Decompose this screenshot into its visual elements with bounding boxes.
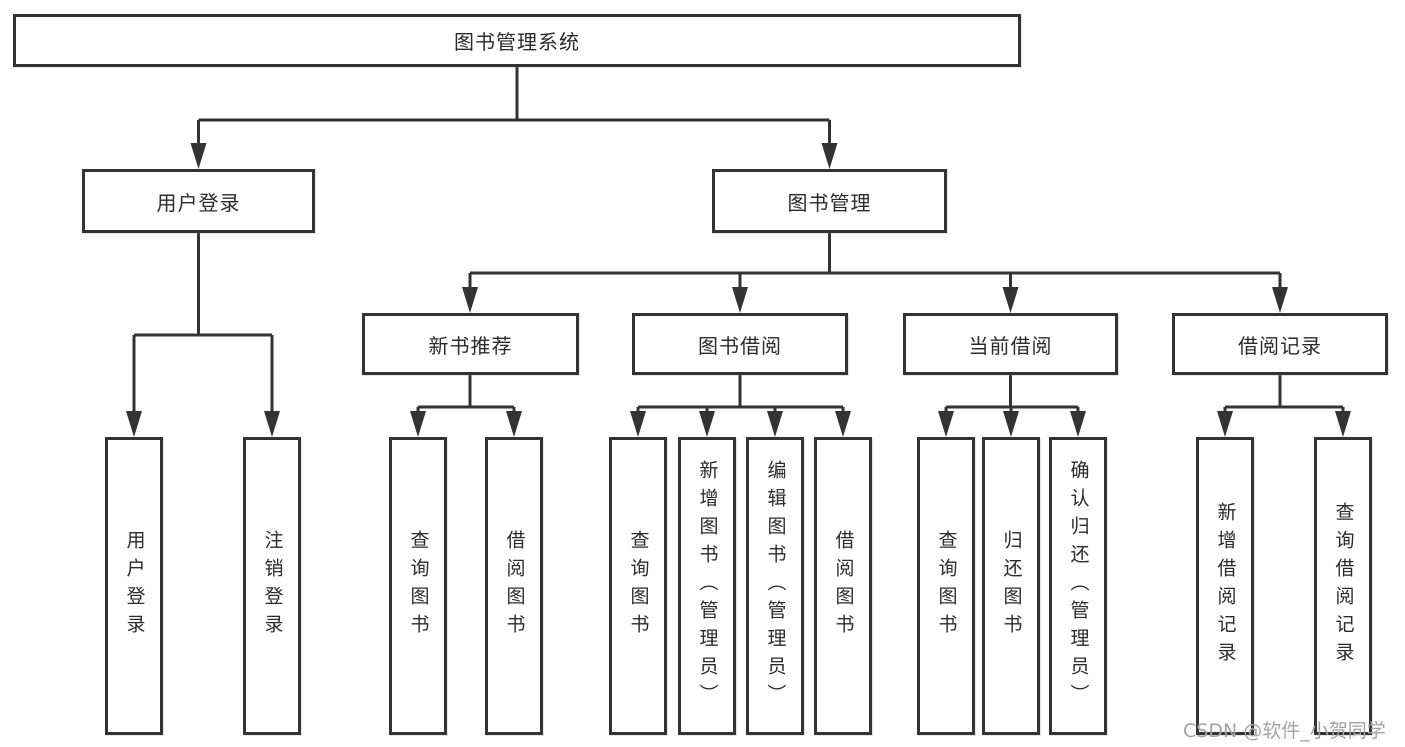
node-label: 查询图书 (407, 530, 430, 642)
node-label: 查询图书 (935, 530, 958, 642)
node-label: 新书推荐 (428, 333, 513, 358)
node-label: 查询图书 (627, 530, 650, 642)
node-leaf-query-books-current: 查询图书 (917, 437, 975, 735)
node-borrowing-records: 借阅记录 (1172, 313, 1388, 375)
node-label: 确认归还（管理员） (1067, 460, 1090, 712)
node-label: 新增图书（管理员） (696, 460, 719, 712)
node-new-book-recommendation: 新书推荐 (362, 313, 579, 375)
node-label: 查询借阅记录 (1332, 502, 1355, 670)
node-leaf-add-borrow-record: 新增借阅记录 (1196, 437, 1254, 735)
node-user-login: 用户登录 (82, 169, 315, 233)
node-label: 用户登录 (156, 190, 241, 215)
node-current-borrowing: 当前借阅 (903, 313, 1118, 375)
node-leaf-logout: 注销登录 (243, 437, 301, 735)
node-label: 用户登录 (123, 530, 146, 642)
node-leaf-query-books-borrowing: 查询图书 (609, 437, 667, 735)
node-library-management-system: 图书管理系统 (13, 14, 1021, 67)
node-book-borrowing: 图书借阅 (632, 313, 848, 375)
node-leaf-add-books-admin: 新增图书（管理员） (678, 437, 736, 735)
node-label: 借阅记录 (1238, 333, 1322, 358)
node-book-management: 图书管理 (712, 169, 947, 233)
node-leaf-borrow-books-borrowing: 借阅图书 (814, 437, 872, 735)
node-leaf-user-login: 用户登录 (105, 437, 163, 735)
node-leaf-edit-books-admin: 编辑图书（管理员） (746, 437, 804, 735)
node-leaf-confirm-return-admin: 确认归还（管理员） (1049, 437, 1107, 735)
node-leaf-query-books-recommend: 查询图书 (389, 437, 447, 735)
node-leaf-return-books: 归还图书 (982, 437, 1040, 735)
node-label: 借阅图书 (503, 530, 526, 642)
node-label: 新增借阅记录 (1214, 502, 1237, 670)
node-label: 归还图书 (1000, 530, 1023, 642)
node-leaf-borrow-books-recommend: 借阅图书 (485, 437, 543, 735)
node-label: 注销登录 (261, 530, 284, 642)
node-leaf-query-borrow-record: 查询借阅记录 (1314, 437, 1372, 735)
node-label: 图书管理 (787, 190, 872, 215)
node-label: 借阅图书 (832, 530, 855, 642)
node-label: 图书借阅 (698, 333, 782, 358)
node-label: 编辑图书（管理员） (764, 460, 787, 712)
node-label: 当前借阅 (968, 333, 1053, 358)
node-label: 图书管理系统 (454, 30, 580, 54)
